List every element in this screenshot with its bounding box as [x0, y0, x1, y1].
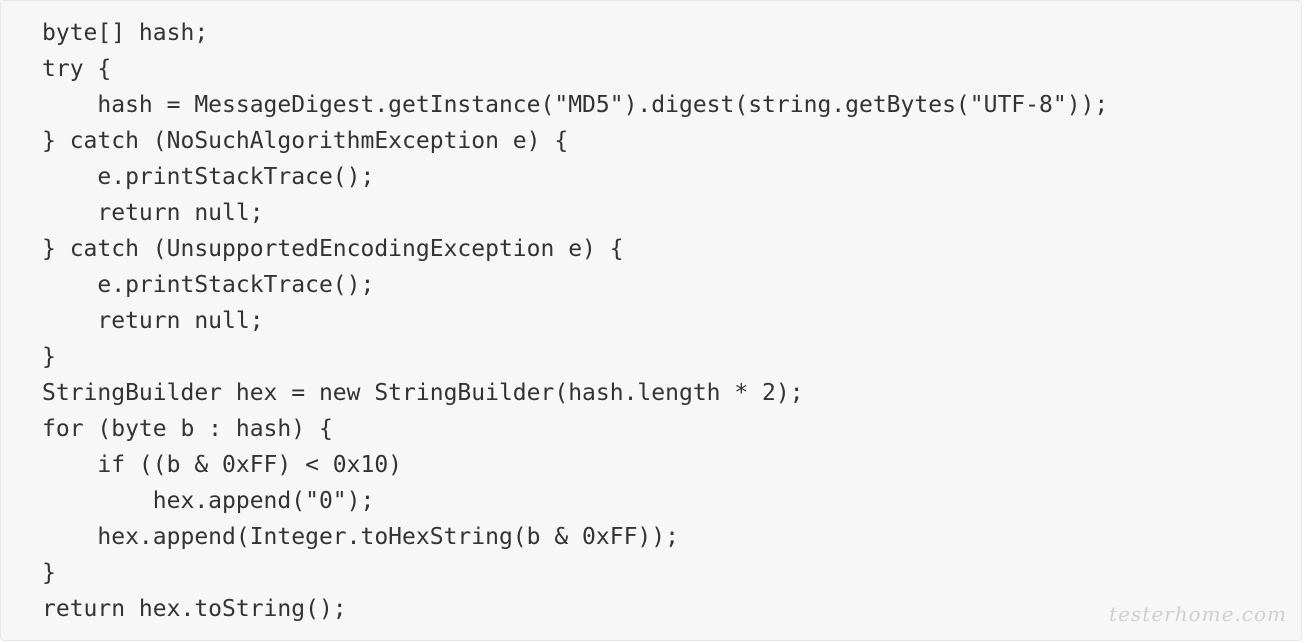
code-line: return hex.toString(); [42, 596, 347, 622]
code-line: } catch (NoSuchAlgorithmException e) { [42, 128, 569, 154]
code-line: hex.append("0"); [42, 488, 375, 514]
code-line: hash = MessageDigest.getInstance("MD5").… [42, 92, 1109, 118]
code-line: } [42, 344, 56, 370]
code-line: return null; [42, 308, 264, 334]
watermark-text: testerhome.com [1109, 602, 1287, 626]
code-line: } [42, 560, 56, 586]
code-listing: byte[] hash; try { hash = MessageDigest.g… [42, 15, 1108, 627]
code-line: return null; [42, 200, 264, 226]
code-line: try { [42, 56, 112, 82]
code-line: if ((b & 0xFF) < 0x10) [42, 452, 403, 478]
code-line: for (byte b : hash) { [42, 416, 333, 442]
code-line: hex.append(Integer.toHexString(b & 0xFF)… [42, 524, 679, 550]
code-line: e.printStackTrace(); [42, 164, 375, 190]
code-line: } catch (UnsupportedEncodingException e)… [42, 236, 624, 262]
code-line: e.printStackTrace(); [42, 272, 375, 298]
code-line: byte[] hash; [42, 20, 209, 46]
code-line: StringBuilder hex = new StringBuilder(ha… [42, 380, 804, 406]
